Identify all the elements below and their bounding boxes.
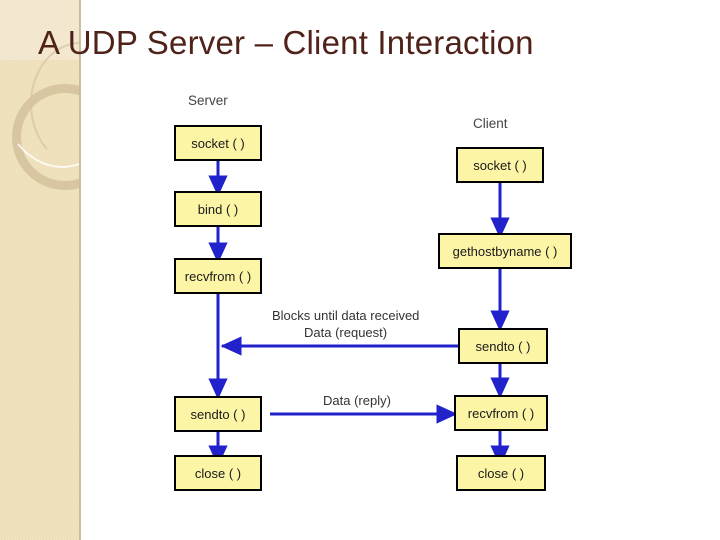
diagram-connectors [208,161,510,467]
node-label: close ( ) [477,465,525,481]
node-client-sendto[interactable]: sendto ( ) [458,328,548,364]
node-label: recvfrom ( ) [184,268,252,284]
node-label: sendto ( ) [190,406,246,422]
column-label-client: Client [473,116,508,131]
node-server-socket[interactable]: socket ( ) [174,125,262,161]
annotation-blocks-until-data-received: Blocks until data received [272,308,420,323]
node-server-sendto[interactable]: sendto ( ) [174,396,262,432]
annotation-data-request: Data (request) [304,325,388,340]
node-label: recvfrom ( ) [467,405,535,421]
column-label-server: Server [188,93,228,108]
node-label: close ( ) [194,465,242,481]
node-client-close[interactable]: close ( ) [456,455,546,491]
annotation-data-reply: Data (reply) [323,393,391,408]
node-label: socket ( ) [191,135,245,151]
node-client-recvfrom[interactable]: recvfrom ( ) [454,395,548,431]
node-label: gethostbyname ( ) [452,243,558,259]
node-server-recvfrom[interactable]: recvfrom ( ) [174,258,262,294]
udp-interaction-diagram: Server Client socket ( ) bind ( ) recvfr… [150,85,620,510]
node-label: bind ( ) [197,201,239,217]
node-server-bind[interactable]: bind ( ) [174,191,262,227]
page-title: A UDP Server – Client Interaction [38,24,534,61]
slide-decoration-sidebar [0,0,81,540]
node-label: sendto ( ) [475,338,531,354]
node-server-close[interactable]: close ( ) [174,455,262,491]
node-label: socket ( ) [473,157,527,173]
node-client-socket[interactable]: socket ( ) [456,147,544,183]
node-client-gethostbyname[interactable]: gethostbyname ( ) [438,233,572,269]
sidebar-shadow [79,0,82,540]
